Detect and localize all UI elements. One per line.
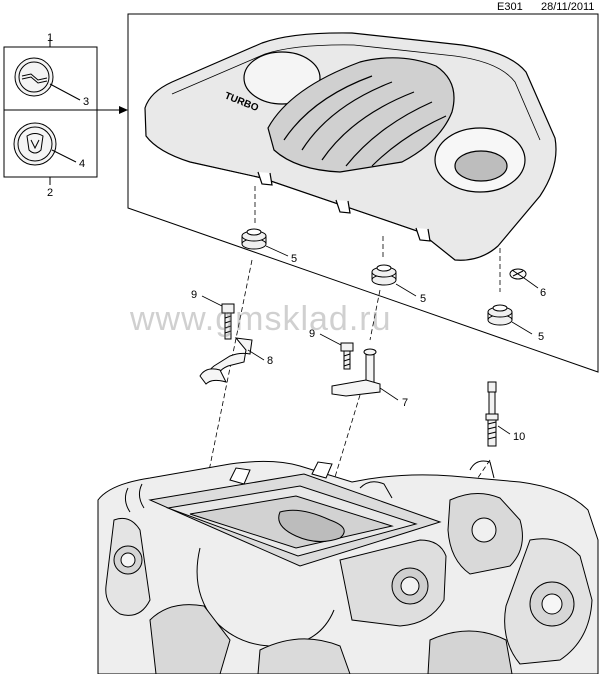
stud-bracket-7-part (331, 348, 381, 397)
callout-10: 10 (513, 431, 525, 443)
callout-5a: 5 (291, 253, 297, 265)
diagram-code: E301 (497, 1, 523, 13)
watermark: www.gmsklad.ru (130, 300, 392, 338)
callout-1: 1 (47, 32, 53, 44)
callout-2: 2 (47, 187, 53, 199)
callout-8: 8 (267, 355, 273, 367)
bracket-8-part (199, 337, 253, 385)
leader-lines (201, 245, 539, 435)
opel-emblem-icon (14, 57, 54, 97)
vauxhall-emblem-icon (13, 122, 57, 166)
cover-frame (127, 13, 599, 373)
callout-3: 3 (83, 96, 89, 108)
clip-6-part (509, 268, 527, 280)
bolt-9b-part (340, 342, 354, 370)
grommet-5a-part (241, 228, 267, 250)
bolt-9a-part (221, 303, 235, 340)
inset-arrow (97, 106, 128, 114)
callout-5b: 5 (420, 293, 426, 305)
diagram-date: 28/11/2011 (541, 1, 595, 13)
callout-6: 6 (540, 287, 546, 299)
emblem-inset (3, 38, 98, 185)
grommet-5b-part (371, 264, 397, 286)
grommet-5c-part (487, 304, 513, 326)
engine-cover (144, 32, 557, 261)
callout-4: 4 (79, 158, 85, 170)
stud-10-part (485, 381, 499, 447)
callout-5c: 5 (538, 331, 544, 343)
callout-9b: 9 (309, 328, 315, 340)
callout-9a: 9 (191, 289, 197, 301)
callout-labels: 1 2 3 4 5 5 5 6 7 8 9 9 10 (47, 32, 546, 443)
callout-7: 7 (402, 397, 408, 409)
engine-assembly (97, 460, 599, 674)
